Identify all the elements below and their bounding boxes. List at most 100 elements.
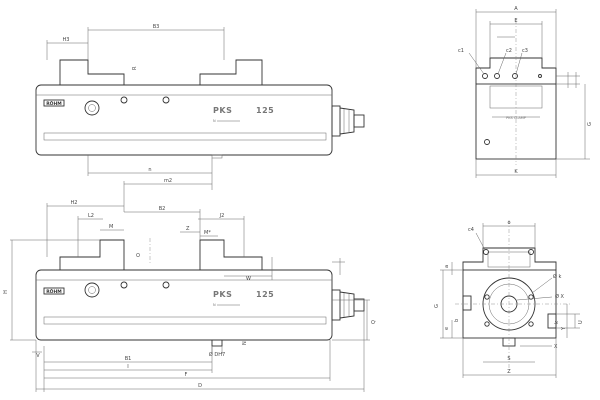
- dim-c2-label: c2: [506, 48, 512, 54]
- dim-dia-k-label: Ø k: [553, 273, 562, 280]
- dim-f-label: F: [185, 372, 188, 378]
- dim-z-label-be: Z: [507, 369, 511, 375]
- rohm-logo-box: [43, 99, 65, 107]
- dim-w-label: W: [246, 276, 251, 282]
- dim-o-label-be: o: [507, 220, 510, 226]
- bottom-end-view: o c4 G a e b Ø k Ø X U Y k X S: [434, 220, 584, 378]
- dim-c4-leader: [475, 232, 486, 251]
- left-jaw-outline: [59, 59, 125, 85]
- b-body-rail: [43, 316, 327, 325]
- b-rohm-logo-box: [43, 287, 65, 295]
- end-bottom-hole: [484, 139, 490, 145]
- dim-c2-leader: [497, 52, 507, 75]
- dim-b2-label: B2: [159, 206, 166, 212]
- end-brand: PKS CLAMP: [506, 116, 526, 120]
- dim-l2-label: L2: [88, 213, 94, 219]
- dim-c1-label: c1: [458, 48, 464, 54]
- dim-e-label: E: [514, 18, 517, 24]
- b-brand-name: PKS: [213, 290, 232, 299]
- dim-h-label: H: [3, 290, 9, 294]
- dim-c3-leader: [515, 52, 523, 75]
- spindle-hex: [339, 107, 355, 135]
- pivot-pin: [84, 100, 100, 116]
- right-jaw-outline: [199, 59, 263, 85]
- be-hole-c4: [483, 249, 489, 255]
- dim-b1-label: B1: [125, 356, 132, 362]
- b-rohm-logo: RÖHM: [46, 288, 62, 295]
- screw-1: [120, 96, 128, 104]
- dim-i-label: I: [127, 364, 128, 370]
- dim-c1-leader: [468, 52, 485, 75]
- product-code: N: [213, 119, 216, 123]
- brand-size: 125: [256, 106, 274, 115]
- dim-thread-label: Ø DH7: [209, 351, 225, 358]
- dim-m1-label: M*: [204, 230, 211, 236]
- be-bolt-1: [484, 294, 490, 300]
- b-brand-size: 125: [256, 290, 274, 299]
- dim-a-label: A: [514, 6, 518, 12]
- rohm-logo: RÖHM: [46, 100, 62, 107]
- dim-o-label: O: [136, 253, 142, 257]
- dim-k-label-be: k: [554, 321, 560, 324]
- screw-2: [162, 96, 170, 104]
- be-bolt-2: [528, 294, 534, 300]
- dim-v-label: V: [36, 353, 40, 359]
- dim-dia-k-leader: [531, 277, 553, 294]
- dim-b-label-be: b: [454, 319, 460, 322]
- b-spindle-collar: [331, 289, 341, 321]
- dim-g-label-be: G: [434, 304, 440, 308]
- b-spindle-hex: [339, 291, 355, 319]
- b-screw-2: [162, 281, 170, 289]
- bottom-notch: [211, 154, 223, 159]
- vise-body: [35, 84, 333, 156]
- b-right-jaw: [199, 239, 263, 270]
- brand-name: PKS: [213, 106, 232, 115]
- end-hole-c2: [494, 73, 500, 79]
- b-pivot-pin-inner: [88, 286, 96, 294]
- dim-q-label: Q: [371, 320, 377, 324]
- dim-e-label-be: e: [444, 327, 450, 330]
- body-rail: [43, 132, 327, 141]
- be-slot-left: [462, 295, 472, 311]
- dim-s-label: S: [507, 356, 510, 362]
- pivot-pin-inner: [88, 104, 96, 112]
- spindle-tip: [353, 114, 365, 128]
- bottom-side-view: RÖHM PKS 125 N H2 B2 L2 J2: [3, 200, 377, 392]
- be-bolt-3: [484, 321, 490, 327]
- be-slot-right: [547, 313, 557, 329]
- end-hole-c3: [512, 73, 518, 79]
- dim-c4-label: c4: [468, 227, 474, 233]
- dim-r-label: R: [132, 66, 138, 70]
- dim-z-label: Z: [186, 226, 190, 232]
- b-spindle-tip: [353, 298, 365, 312]
- dim-dia-x-label: Ø X: [555, 293, 565, 300]
- dim-h2-label: H2: [71, 200, 78, 206]
- dim-u-label: U: [578, 320, 584, 324]
- b-screw-1: [120, 281, 128, 289]
- b-pivot-pin: [84, 282, 100, 298]
- dim-n-label: n: [148, 167, 151, 173]
- be-bolt-4: [528, 321, 534, 327]
- top-end-view: PKS CLAMP A E c1 c2 c3 G: [458, 6, 593, 178]
- end-hole-small: [538, 74, 542, 78]
- dim-k-label: K: [514, 169, 518, 175]
- b-left-jaw: [59, 239, 125, 270]
- b-vise-body: [35, 269, 333, 341]
- dim-y-label: Y: [561, 326, 567, 331]
- dim-d-label: D: [198, 383, 202, 389]
- be-jaw-outline: [462, 247, 557, 270]
- dim-j2-label: J2: [219, 213, 225, 219]
- spindle-collar: [331, 105, 341, 137]
- dim-g-label: G: [587, 122, 593, 126]
- dim-dia-x-leader: [516, 296, 553, 301]
- dim-h3-label: H3: [63, 37, 70, 43]
- dim-n-label-b: N: [242, 341, 248, 345]
- dim-b3-label: B3: [153, 24, 160, 30]
- b-product-code: N: [213, 303, 216, 307]
- dim-m-label: M: [109, 224, 113, 230]
- dim-m2-label: m2: [164, 178, 172, 184]
- top-side-view: RÖHM PKS 125 N H3 B3 R n: [35, 24, 365, 212]
- be-hole-right: [528, 249, 534, 255]
